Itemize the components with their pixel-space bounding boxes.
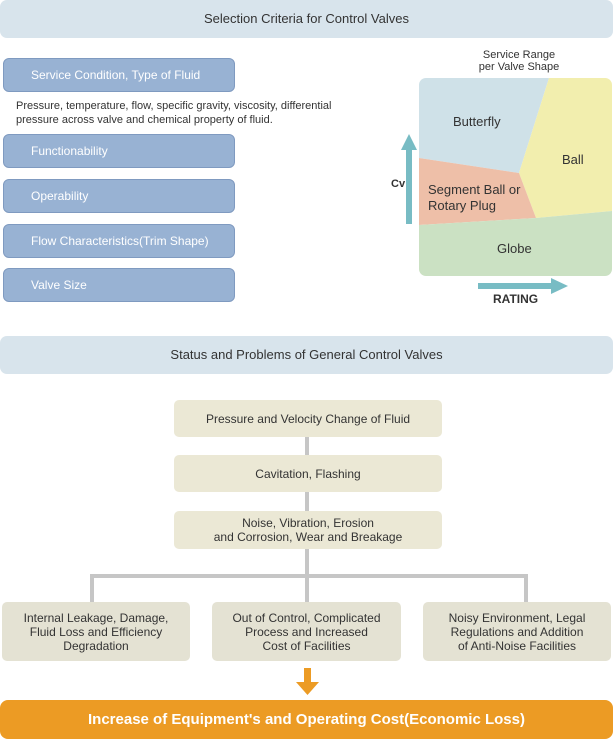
service-range-title-line-2: per Valve Shape — [478, 61, 560, 73]
status-problems-header: Status and Problems of General Control V… — [0, 336, 613, 374]
description-line-2: pressure across valve and chemical prope… — [16, 114, 273, 126]
flow-connector-center — [305, 574, 309, 602]
flow-connector-vertical — [305, 436, 309, 576]
criteria-functionability: Functionability — [3, 134, 235, 168]
globe-label: Globe — [497, 241, 532, 256]
service-range-title-line-1: Service Range — [482, 49, 556, 61]
segment-ball-region — [419, 158, 536, 225]
outcome-1-line-3: Degradation — [63, 638, 129, 653]
outcome-out-of-control: Out of Control, Complicated Process and … — [212, 602, 401, 661]
flow-connector-left — [90, 574, 94, 602]
economic-loss-result: Increase of Equipment's and Operating Co… — [0, 700, 613, 739]
cv-axis-label: Cv — [391, 178, 406, 190]
rating-axis-label: RATING — [493, 292, 539, 306]
outcome-noisy-environment: Noisy Environment, Legal Regulations and… — [423, 602, 611, 661]
criteria-operability: Operability — [3, 179, 235, 213]
flow-step-cavitation: Cavitation, Flashing — [174, 455, 442, 492]
criteria-valve-size: Valve Size — [3, 268, 235, 302]
butterfly-label: Butterfly — [453, 114, 501, 129]
outcome-1-line-2: Fluid Loss and Efficiency — [29, 624, 163, 639]
outcome-3-line-3: of Anti-Noise Facilities — [457, 638, 577, 653]
outcome-2-line-2: Process and Increased — [245, 624, 368, 639]
segment-ball-label-line-2: Rotary Plug — [428, 198, 496, 213]
outcome-2-line-3: Cost of Facilities — [262, 638, 351, 653]
description-line-1: Pressure, temperature, flow, specific gr… — [16, 100, 332, 112]
down-arrow-icon — [296, 668, 319, 695]
flow-step-pressure-velocity: Pressure and Velocity Change of Fluid — [174, 400, 442, 437]
outcome-internal-leakage: Internal Leakage, Damage, Fluid Loss and… — [2, 602, 190, 661]
outcome-3-line-1: Noisy Environment, Legal — [448, 610, 586, 625]
service-range-title: Service Range per Valve Shape — [445, 49, 593, 73]
selection-criteria-header: Selection Criteria for Control Valves — [0, 0, 613, 38]
ball-region — [519, 78, 612, 218]
flow-step-2-text: Cavitation, Flashing — [255, 466, 361, 481]
outcome-2-line-1: Out of Control, Complicated — [232, 610, 381, 625]
flow-step-3-line-2: and Corrosion, Wear and Breakage — [213, 530, 403, 544]
service-range-diagram — [419, 78, 612, 276]
flow-connector-horizontal — [90, 574, 528, 578]
flow-step-noise-vibration: Noise, Vibration, Erosion and Corrosion,… — [174, 511, 442, 549]
butterfly-region — [419, 78, 549, 173]
segment-ball-label: Segment Ball or Rotary Plug — [428, 182, 521, 214]
cv-axis-arrow-icon — [401, 134, 417, 224]
outcome-1-line-1: Internal Leakage, Damage, — [23, 610, 169, 625]
criteria-service-condition: Service Condition, Type of Fluid — [3, 58, 235, 92]
ball-label: Ball — [562, 152, 584, 167]
flow-connector-right — [524, 574, 528, 602]
flow-step-3-line-1: Noise, Vibration, Erosion — [242, 516, 374, 530]
segment-ball-label-line-1: Segment Ball or — [428, 182, 521, 197]
criteria-flow-characteristics: Flow Characteristics(Trim Shape) — [3, 224, 235, 258]
outcome-3-line-2: Regulations and Addition — [450, 624, 584, 639]
flow-step-1-text: Pressure and Velocity Change of Fluid — [205, 411, 411, 426]
service-condition-description: Pressure, temperature, flow, specific gr… — [16, 99, 386, 127]
globe-region — [419, 211, 612, 276]
rating-axis-arrow-icon — [478, 278, 568, 294]
